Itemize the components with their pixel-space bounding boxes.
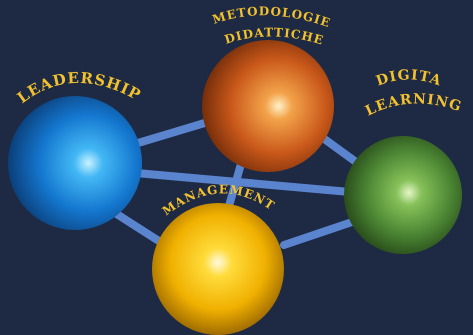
sphere-management bbox=[152, 203, 284, 335]
sphere-metodologie-didattiche bbox=[202, 40, 334, 172]
svg-text:LEARNING: LEARNING bbox=[363, 91, 464, 119]
sphere-digital-learning bbox=[344, 136, 462, 254]
connector-management-digital bbox=[280, 216, 362, 249]
label-learning: LEARNING bbox=[363, 91, 463, 119]
connector-leadership-metodologie bbox=[134, 118, 212, 147]
connector-leadership-management bbox=[108, 207, 166, 247]
sphere-leadership bbox=[8, 96, 142, 230]
